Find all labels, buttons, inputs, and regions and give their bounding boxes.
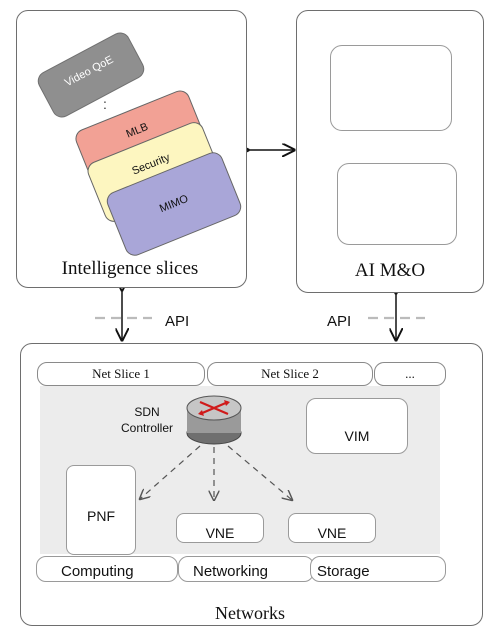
vne-box-2: VNE [288,513,376,543]
net-slice-1: Net Slice 1 [37,362,205,386]
router-icon [186,395,242,445]
resource-networking: Networking [178,556,314,582]
net-slice-2: Net Slice 2 [207,362,373,386]
vne-box-1: VNE [176,513,264,543]
resource-storage-label: Storage [317,563,370,580]
pnf-box: PNF [66,465,136,555]
networks-title: Networks [215,603,285,623]
ai-mo-title: AI M&O [354,260,426,281]
ai-mo-slot-1 [330,45,452,131]
vne-label-1: VNE [205,525,235,541]
resource-networking-label: Networking [193,563,269,580]
ai-mo-slot-2 [337,163,457,245]
sdn-to-pnf-arrow [140,445,201,499]
api-right-label: API [327,313,352,330]
sdn-to-vne2-arrow [227,445,292,500]
resource-computing: Computing [36,556,178,582]
resource-storage: Storage [310,556,446,582]
vim-box: VIM [306,398,408,454]
sdn-controller-label: SDN Controller [120,405,174,435]
resource-computing-label: Computing [61,563,134,580]
intelligence-slices-title: Intelligence slices [61,258,199,279]
vim-label: VIM [344,428,370,444]
net-slice-more: ... [374,362,446,386]
slice-ellipsis: : [103,96,107,112]
pnf-label: PNF [87,508,115,524]
vne-label-2: VNE [317,525,347,541]
api-left-label: API [165,313,190,330]
